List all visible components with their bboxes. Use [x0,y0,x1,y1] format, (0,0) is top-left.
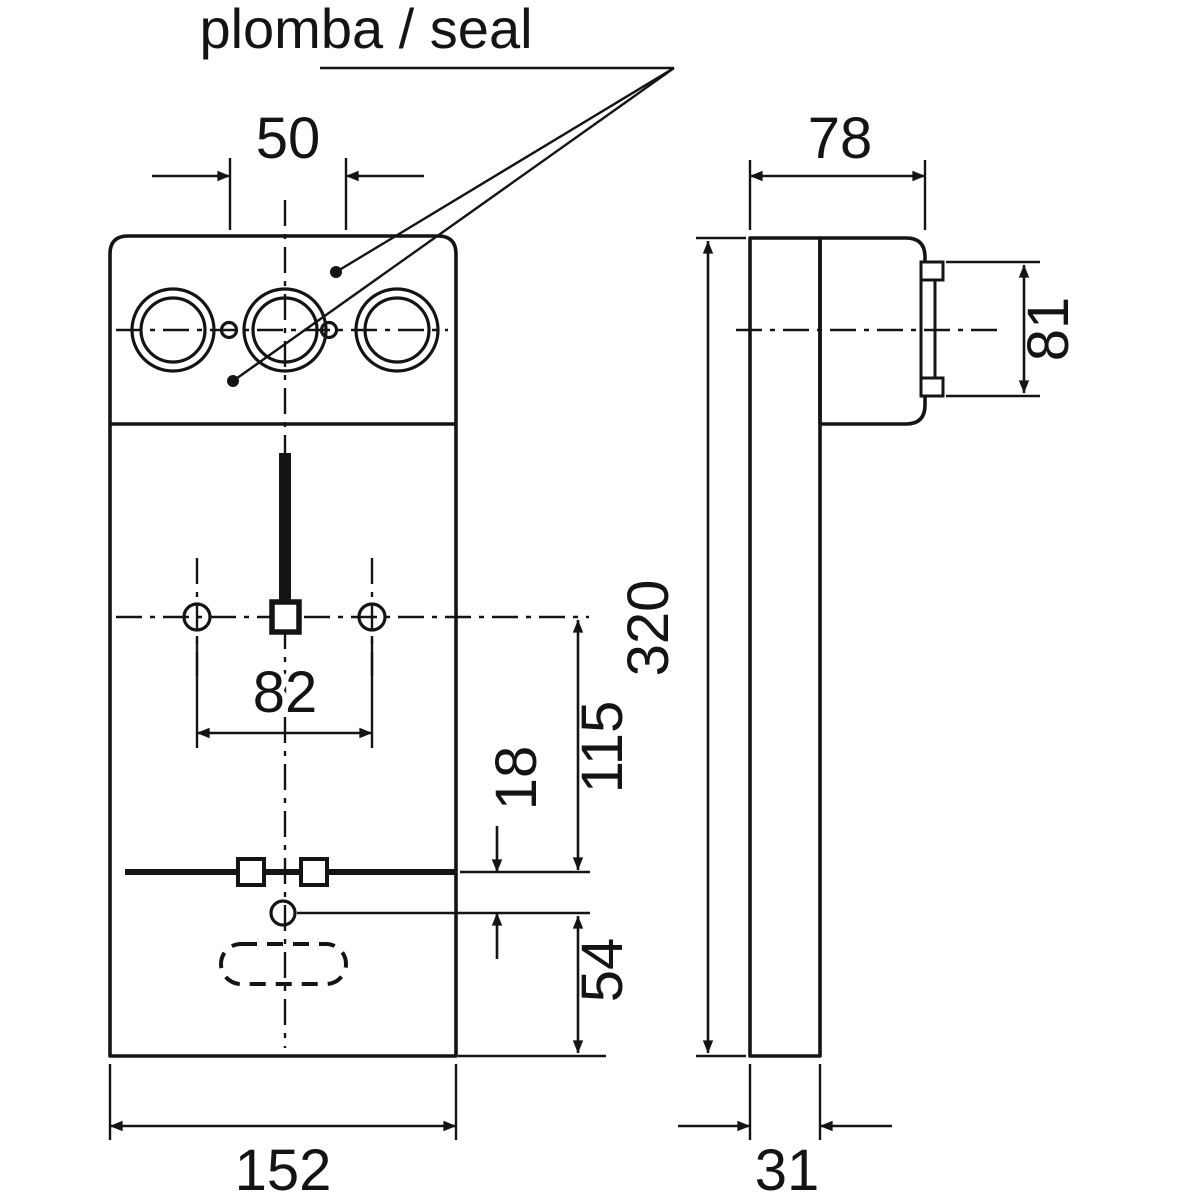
dimension-value: 50 [256,106,321,171]
dim-screw-to-bottom-54: 54 [458,915,635,1058]
meter-body-profile [818,236,927,426]
fixing-screw-hole [269,899,297,927]
front-view [108,200,589,1058]
hanger-hook [269,599,302,635]
dim-plate-31: 31 [678,1064,892,1200]
knockout-slot [219,942,348,986]
seal-callout: plomba / seal [199,0,675,387]
dim-connector-81: 81 [946,260,1081,398]
terminal-clamp [299,857,329,887]
seal-leader-line [335,66,675,274]
dimension-value: 54 [570,938,635,1003]
seal-leader-line [232,67,675,382]
seal-leader-dot [330,266,342,278]
dim-terminal-pitch-50: 50 [152,106,424,230]
seal-label: plomba / seal [199,0,532,60]
dim-hole-spacing-82: 82 [195,636,374,748]
dim-holes-to-bar-115: 115 [570,619,635,871]
dimension-value: 115 [570,701,635,793]
dimension-value: 31 [755,1138,820,1200]
dimension-value: 320 [616,580,681,677]
dimension-value: 18 [484,746,549,811]
seal-leader-dot [227,375,239,387]
hanger-slot [279,453,291,601]
dimension-value: 82 [253,660,318,725]
dim-height-320: 320 [616,236,746,1058]
dimension-value: 152 [235,1138,332,1200]
dimension-value: 78 [808,106,873,171]
dim-bar-to-screw-18: 18 [297,746,590,959]
dimension-value: 81 [1016,297,1081,362]
mounting-plate-profile [748,236,822,1058]
mounting-hole [182,602,212,632]
dim-depth-78: 78 [748,106,927,230]
front-body-outline [108,234,458,1058]
connector-tab [919,376,945,398]
side-view [736,236,1002,1058]
terminal-clamp [236,857,266,887]
mounting-hole [357,602,387,632]
connector-tab [919,260,945,282]
dim-width-152: 152 [108,1064,458,1200]
